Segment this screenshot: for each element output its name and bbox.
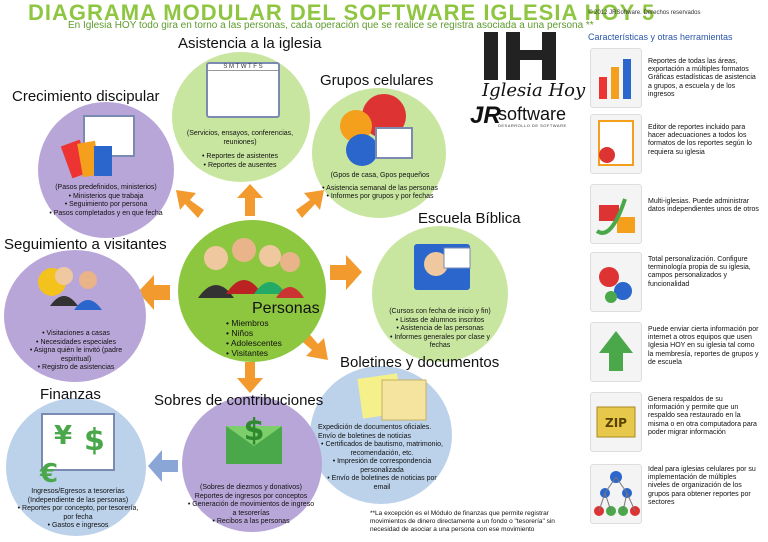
grupos-title: Grupos celulares bbox=[320, 72, 434, 89]
logo-tagline: DESARROLLO DE SOFTWARE bbox=[498, 123, 567, 128]
grupos-text: (Gpos de casa, Gpos pequeños Asistencia … bbox=[318, 172, 442, 202]
envelope-dollar-icon: $ bbox=[226, 413, 282, 464]
finanzas-text: Ingresos/Egresos a tesorerías (Independi… bbox=[16, 488, 140, 531]
boletines-text: Expedición de documentos oficiales. Enví… bbox=[318, 424, 446, 492]
svg-text:ZIP: ZIP bbox=[605, 416, 627, 430]
crecimiento-text: (Pasos predefinidos, ministerios) Minist… bbox=[46, 184, 166, 218]
svg-text:€: € bbox=[39, 459, 58, 486]
customization-gears-icon bbox=[590, 252, 642, 312]
sobres-title: Sobres de contribuciones bbox=[154, 392, 324, 409]
multi-church-icon bbox=[590, 184, 642, 244]
center-item: Niños bbox=[226, 328, 306, 338]
center-item: Visitantes bbox=[226, 348, 306, 358]
center-items: Miembros Niños Adolescentes Visitantes bbox=[226, 318, 306, 358]
people-icon bbox=[198, 238, 304, 298]
feature-text: Editor de reportes incluido para hacer a… bbox=[648, 124, 752, 156]
feature-text: Reportes de todas las áreas, exportación… bbox=[648, 58, 756, 98]
arrow-right-icon bbox=[330, 255, 362, 290]
feature-text: Multi-iglesias. Puede administrar datos … bbox=[648, 198, 759, 214]
visitantes-text: Visitaciones a casasNecesidades especial… bbox=[16, 330, 136, 373]
hierarchy-tree-icon bbox=[590, 464, 642, 524]
backup-zip-icon: ZIP bbox=[590, 392, 642, 452]
reports-chart-icon bbox=[590, 48, 642, 108]
page-subtitle: En Iglesia HOY todo gira en torno a las … bbox=[68, 20, 594, 31]
escuela-text: (Cursos con fecha de inicio y fin) Lista… bbox=[380, 308, 500, 351]
sobres-text: (Sobres de diezmos y donativos) Reportes… bbox=[186, 484, 316, 527]
escuela-title: Escuela Bíblica bbox=[418, 210, 521, 227]
copyright: © 2012 JRSoftware. Derechos reservados bbox=[588, 10, 701, 16]
iglesia-hoy-logo bbox=[474, 30, 570, 112]
arrow-up-icon bbox=[237, 184, 263, 216]
upload-arrow-icon bbox=[590, 322, 642, 382]
books-calendar-icon bbox=[60, 115, 135, 179]
svg-text:$: $ bbox=[84, 423, 105, 458]
finanzas-title: Finanzas bbox=[40, 386, 101, 403]
svg-text:¥: ¥ bbox=[54, 421, 72, 451]
crecimiento-title: Crecimiento discipular bbox=[12, 88, 160, 105]
boletines-title: Boletines y documentos bbox=[340, 354, 500, 371]
center-title: Personas bbox=[252, 300, 320, 317]
asistencia-text: (Servicios, ensayos, conferencias, reuni… bbox=[180, 130, 300, 170]
center-item: Adolescentes bbox=[226, 338, 306, 348]
ih-logo-icon bbox=[484, 32, 556, 80]
asistencia-title: Asistencia a la iglesia bbox=[178, 35, 322, 52]
arrow-down-icon bbox=[237, 362, 263, 393]
logo-jr-text: JR bbox=[470, 102, 501, 129]
center-item: Miembros bbox=[226, 318, 306, 328]
feature-text: Total personalización. Configure termino… bbox=[648, 256, 751, 288]
page-title: DIAGRAMA MODULAR DEL SOFTWARE IGLESIA HO… bbox=[28, 0, 656, 25]
report-editor-icon bbox=[590, 114, 642, 174]
side-panel-title: Características y otras herramientas bbox=[588, 32, 733, 42]
arrow-left-icon bbox=[138, 275, 170, 310]
visitor-people-icon bbox=[38, 267, 102, 310]
arrow-up-left-icon bbox=[176, 190, 204, 218]
grupos-balls-icon bbox=[340, 94, 413, 166]
arrow-up-right-icon bbox=[296, 190, 324, 218]
currency-icon: ¥ $ € bbox=[39, 413, 115, 486]
footnote: **La excepción es el Módulo de finanzas … bbox=[370, 510, 555, 533]
feature-text: Puede enviar cierta información por inte… bbox=[648, 326, 759, 366]
arrow-left-finance-icon bbox=[148, 450, 178, 482]
logo-iglesia-hoy-text: Iglesia Hoy bbox=[482, 80, 586, 101]
calendar-icon: S M T W T F S bbox=[206, 62, 280, 118]
school-book-icon bbox=[414, 244, 471, 290]
documents-icon bbox=[357, 373, 427, 421]
feature-text: Ideal para iglesias celulares por su imp… bbox=[648, 466, 756, 506]
svg-text:$: $ bbox=[244, 413, 265, 448]
logo-software-text: software bbox=[498, 104, 567, 124]
visitantes-title: Seguimiento a visitantes bbox=[4, 236, 167, 253]
feature-text: Genera respaldos de su información y per… bbox=[648, 396, 757, 436]
